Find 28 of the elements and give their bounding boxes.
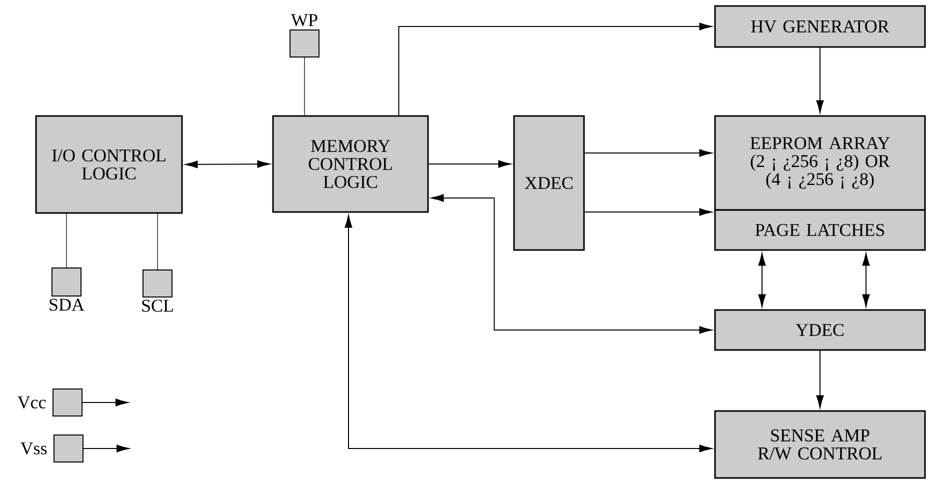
block-box: PAGE LATCHES <box>714 209 926 251</box>
arrow <box>428 160 511 168</box>
arrow <box>758 253 766 307</box>
arrow <box>185 160 270 168</box>
pin-label: SDA <box>50 298 84 311</box>
connector-line <box>157 213 158 270</box>
arrow <box>398 22 712 116</box>
arrow <box>584 149 712 157</box>
arrow <box>82 398 128 406</box>
arrow <box>83 444 130 452</box>
block-box: MEMORY CONTROL LOGIC <box>272 115 429 213</box>
block-box: I/O CONTROL LOGIC <box>35 115 183 214</box>
block-box: YDEC <box>714 309 926 351</box>
arrow <box>431 194 712 334</box>
arrow <box>862 253 870 307</box>
arrow <box>584 208 712 216</box>
block-box: SENSE AMP R/W CONTROL <box>714 410 926 479</box>
pin-label: Vcc <box>18 396 46 409</box>
pin-label: Vss <box>20 442 47 455</box>
arrow <box>344 215 712 452</box>
block-box: XDEC <box>513 115 585 251</box>
connector-line <box>66 213 67 268</box>
pin-label: SCL <box>142 300 173 312</box>
block-box: HV GENERATOR <box>714 5 926 48</box>
arrow <box>816 47 824 113</box>
pin-label: WP <box>291 14 318 26</box>
arrow <box>816 350 824 408</box>
connector-line <box>304 57 305 116</box>
